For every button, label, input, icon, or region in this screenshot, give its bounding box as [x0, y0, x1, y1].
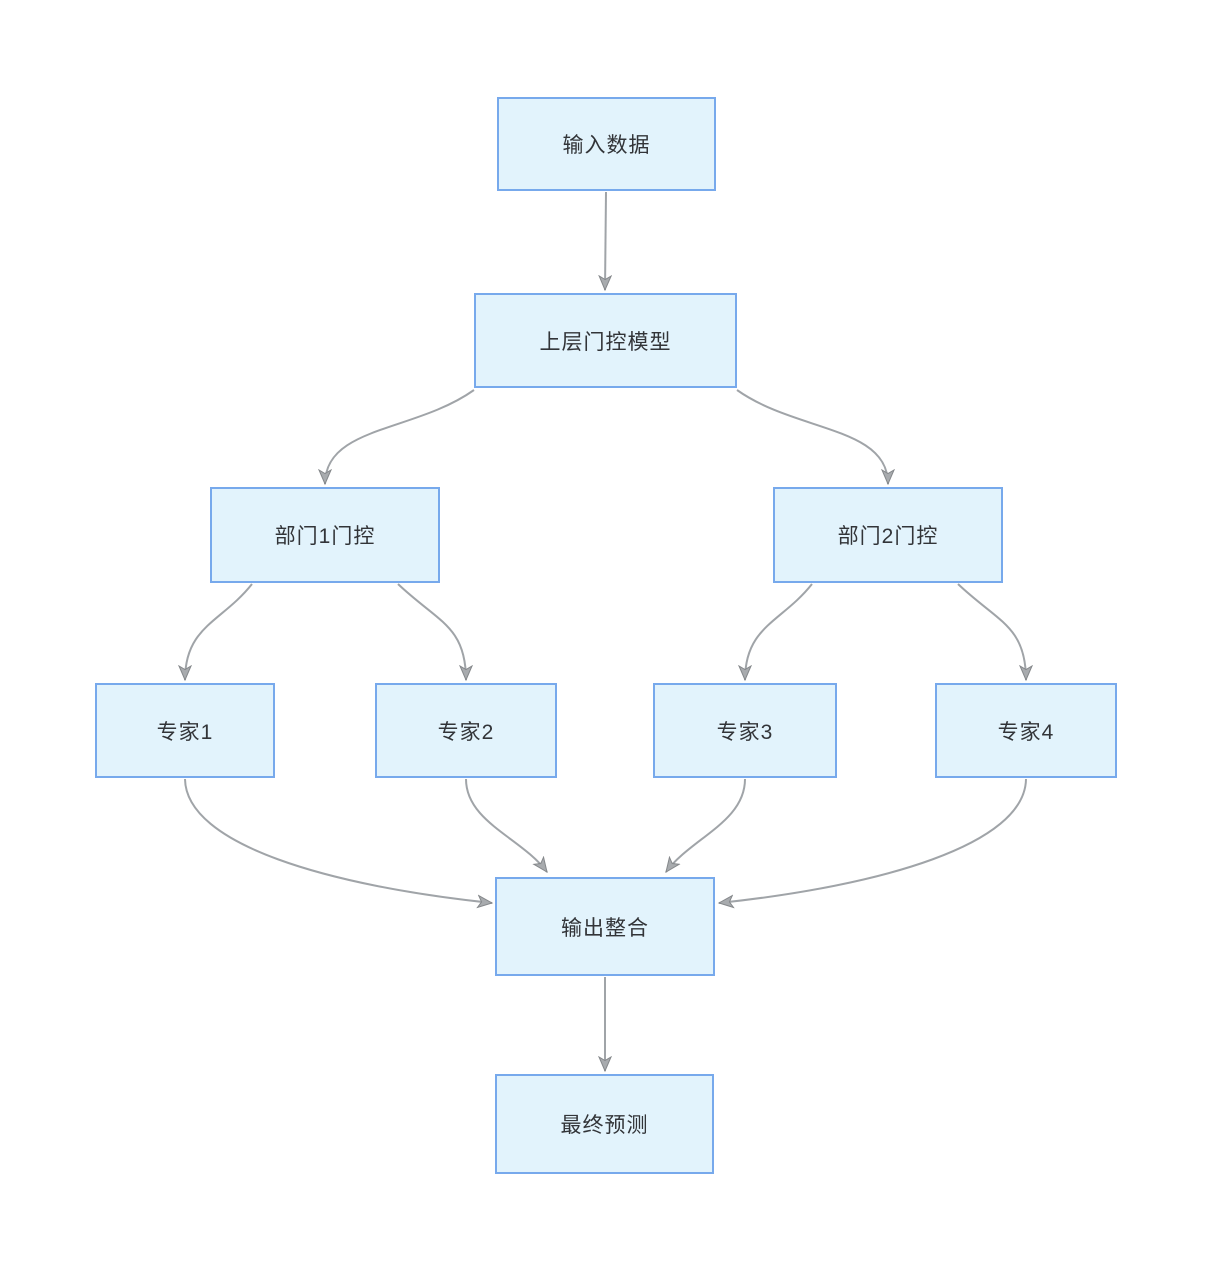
node-expert4: 专家4: [935, 683, 1117, 778]
edge-top-gate-to-dept2-gate: [736, 389, 888, 484]
edge-dept1-gate-to-expert1: [185, 583, 253, 680]
node-label: 最终预测: [560, 1114, 649, 1137]
node-label: 输出整合: [561, 916, 649, 940]
node-label: 输入数据: [562, 134, 651, 157]
edge-expert4-to-output: [719, 778, 1027, 903]
node-expert3: 专家3: [653, 683, 837, 778]
node-label: 专家1: [156, 720, 214, 744]
node-input: 输入数据: [497, 97, 716, 191]
node-dept1-gate: 部门1门控: [210, 487, 440, 583]
node-label: 部门2门控: [837, 525, 939, 548]
node-output: 输出整合: [495, 877, 715, 976]
edge-expert2-to-output: [465, 778, 548, 872]
edge-top-gate-to-dept1-gate: [325, 389, 475, 484]
node-final: 最终预测: [495, 1074, 714, 1174]
edge-expert3-to-output: [665, 778, 746, 872]
node-expert1: 专家1: [95, 683, 275, 778]
node-dept2-gate: 部门2门控: [773, 487, 1003, 583]
node-label: 上层门控模型: [539, 330, 672, 354]
edge-dept2-gate-to-expert4: [957, 583, 1026, 680]
edge-input-to-top-gate: [605, 191, 606, 290]
node-expert2: 专家2: [375, 683, 557, 778]
node-label: 部门1门控: [274, 525, 376, 548]
node-label: 专家2: [437, 720, 495, 744]
node-label: 专家4: [997, 720, 1055, 744]
node-label: 专家3: [716, 720, 774, 744]
edge-expert1-to-output: [184, 778, 492, 903]
node-top-gate: 上层门控模型: [474, 293, 737, 388]
edge-dept2-gate-to-expert3: [745, 583, 813, 680]
edge-dept1-gate-to-expert2: [397, 583, 466, 680]
